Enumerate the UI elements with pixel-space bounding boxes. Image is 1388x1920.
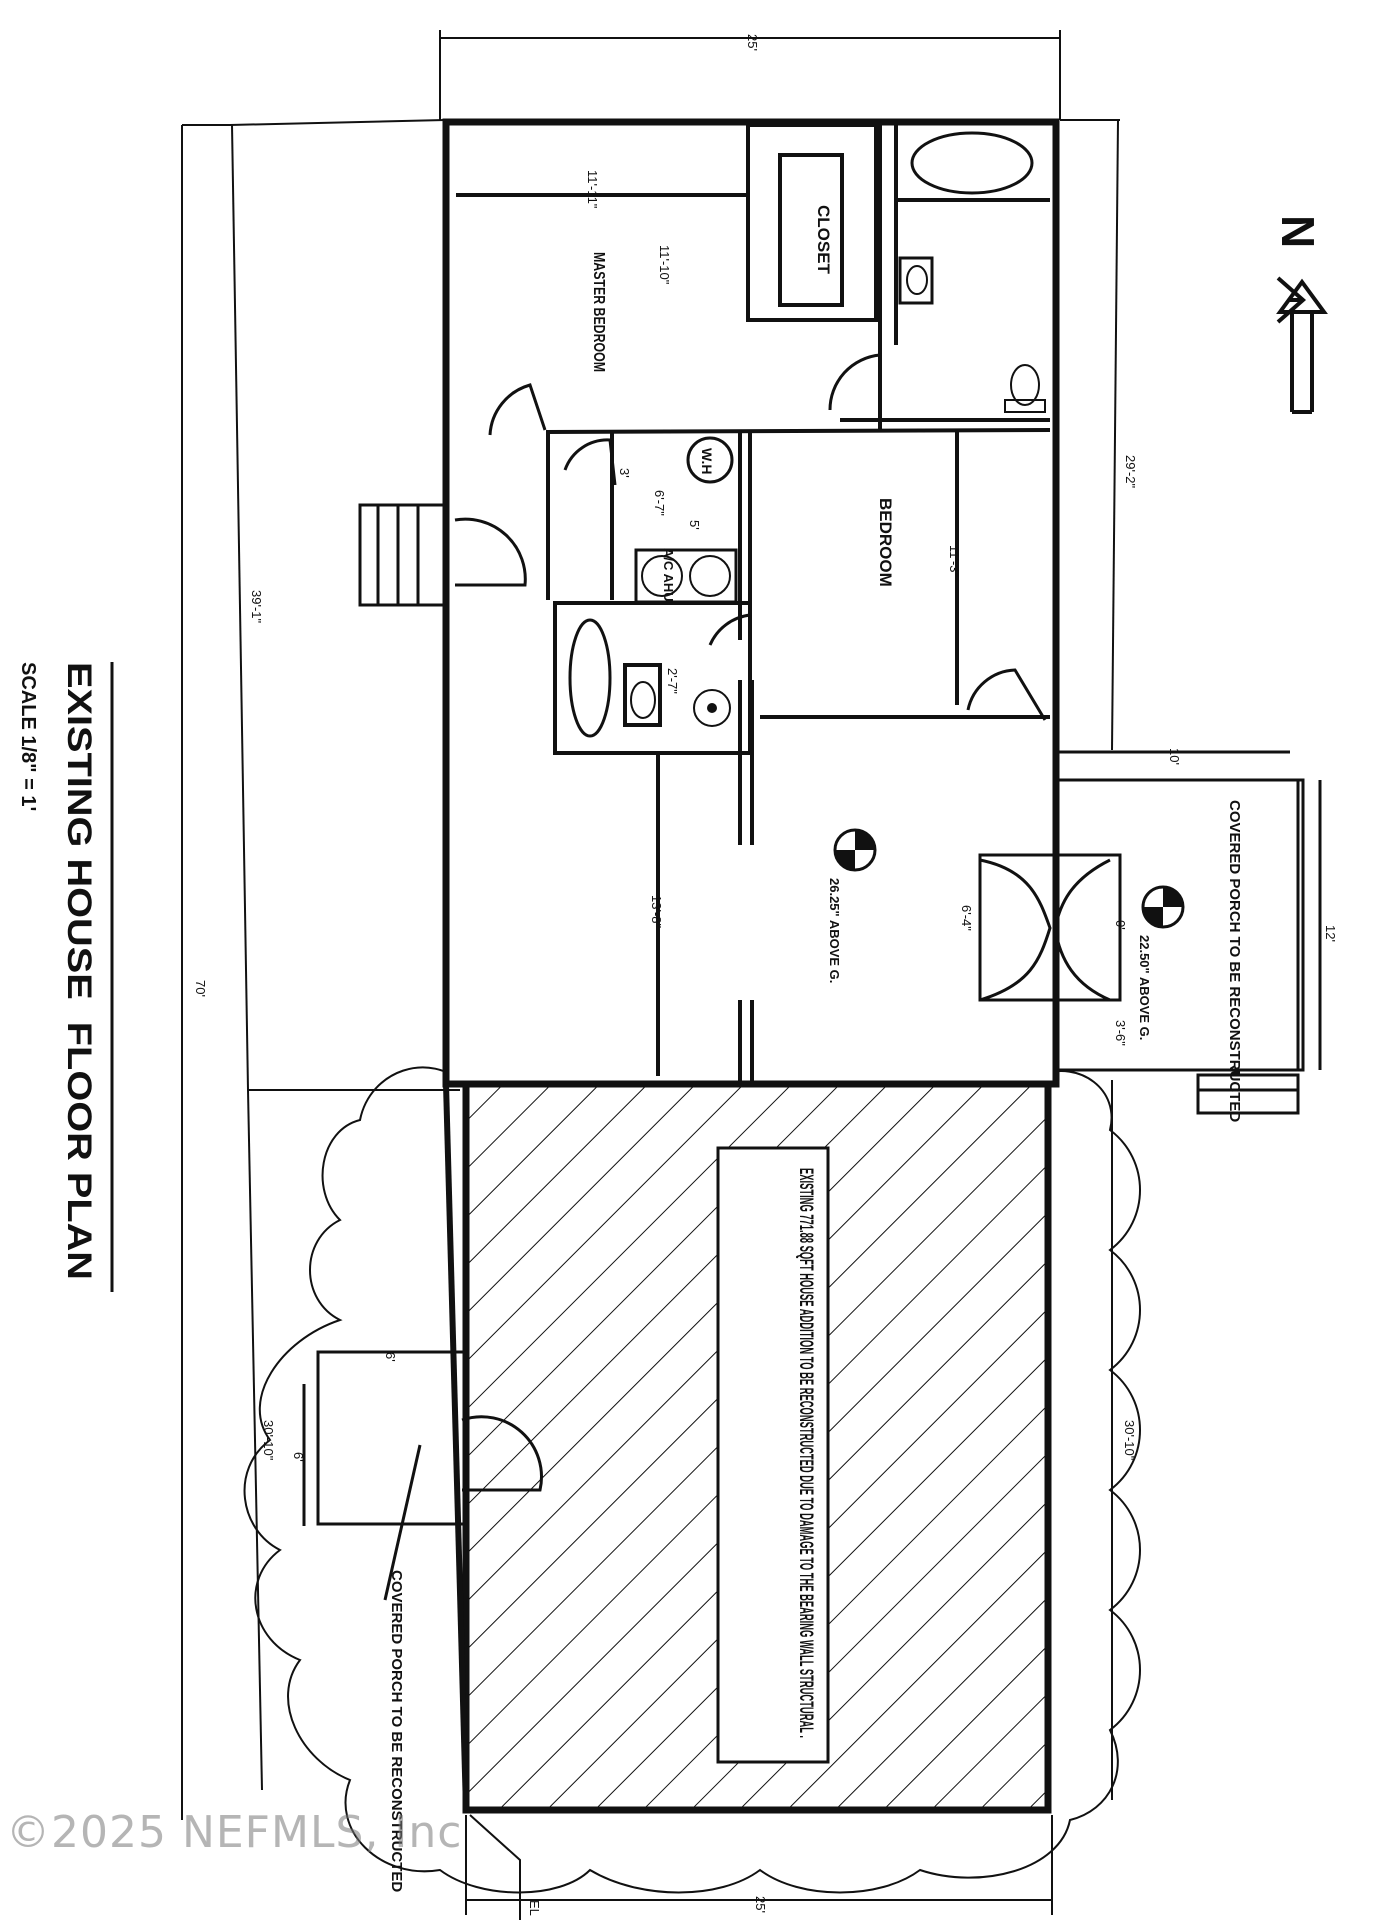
overall-length-label: 70' (193, 980, 208, 997)
porch-offset-a-label: 0' (1113, 920, 1128, 930)
right-dimension-lines (1060, 119, 1120, 1800)
toilet-lower (630, 681, 656, 719)
door-swings (454, 353, 1047, 1492)
porch-offset-b-label: 3'-6" (1113, 1020, 1128, 1046)
rear-porch-note: COVERED PORCH TO BE RECONSTRUCTED (388, 1570, 405, 1892)
ac-ahu-label: A/C AHU (661, 548, 676, 602)
bathtub-lower (568, 618, 612, 738)
water-heater-icon (686, 436, 734, 484)
addition-note-text: EXISTING 771.88 SQFT HOUSE ADDITION TO B… (795, 1168, 816, 1738)
porch-elevation-label: 22.50" ABOVE G. (1137, 935, 1152, 1040)
scale-label: SCALE 1/8" = 1' (17, 662, 39, 811)
bedroom-depth-label: 11'-3" (947, 545, 962, 578)
top-width-label: 25' (745, 34, 760, 51)
hall-b-label: 5' (687, 520, 702, 530)
north-label: N (1272, 215, 1324, 248)
living-depth-label: 13'-8" (649, 895, 664, 929)
interior-elevation-label: 26.25" ABOVE G. (827, 878, 842, 983)
front-covered-porch (1056, 750, 1322, 1115)
bottom-width-label: 25' (753, 1896, 768, 1913)
right-segment-b-label: 30'-10" (1122, 1420, 1137, 1461)
master-width-label: 11'-11" (585, 170, 600, 209)
elevation-marker-interior (833, 828, 877, 872)
bath-dim-label: 2'-7" (665, 668, 680, 694)
rear-covered-porch (302, 1350, 466, 1601)
north-arrow-icon (1276, 276, 1328, 414)
rear-porch-a-label: 6' (383, 1352, 398, 1362)
door-width-label: 6'-4" (959, 905, 974, 931)
entry-double-door (978, 853, 1122, 1002)
elevation-marker-porch (1141, 885, 1185, 929)
corner-label: EL (527, 1900, 542, 1916)
ac-ahu-unit (634, 548, 738, 604)
water-heater-label: W.H (699, 448, 715, 474)
left-segment-a-label: 39'-1" (249, 590, 264, 624)
watermark: ©2025 NEFMLS, Inc (6, 1807, 463, 1858)
toilet-upper (1010, 364, 1040, 406)
bedroom-label: BEDROOM (876, 498, 895, 587)
closet-label: CLOSET (814, 205, 833, 275)
master-bedroom-label: MASTER BEDROOM (590, 252, 607, 372)
top-width-dimension (439, 30, 1061, 120)
porch-depth-label: 10' (1167, 748, 1182, 765)
addition-note-box (716, 1146, 830, 1764)
entry-stairs-left (358, 503, 448, 607)
page-title: EXISTING HOUSE FLOOR PLAN (60, 662, 98, 1280)
rear-porch-b-label: 6' (291, 1452, 306, 1462)
master-depth-label: 11'-10" (657, 245, 672, 285)
bottom-width-dimension (465, 1814, 1053, 1920)
right-segment-a-label: 29'-2" (1123, 455, 1138, 489)
sink-upper (906, 265, 928, 295)
front-porch-note: COVERED PORCH TO BE RECONSTRUCTED (1226, 800, 1243, 1122)
hall-a-label: 6'-7" (652, 490, 667, 516)
hall-c-label: 3' (617, 468, 632, 478)
sink-lower (693, 689, 731, 727)
porch-length-label: 12' (1323, 925, 1338, 942)
left-dimension-lines (181, 119, 460, 1820)
bathtub-upper (910, 131, 1034, 195)
